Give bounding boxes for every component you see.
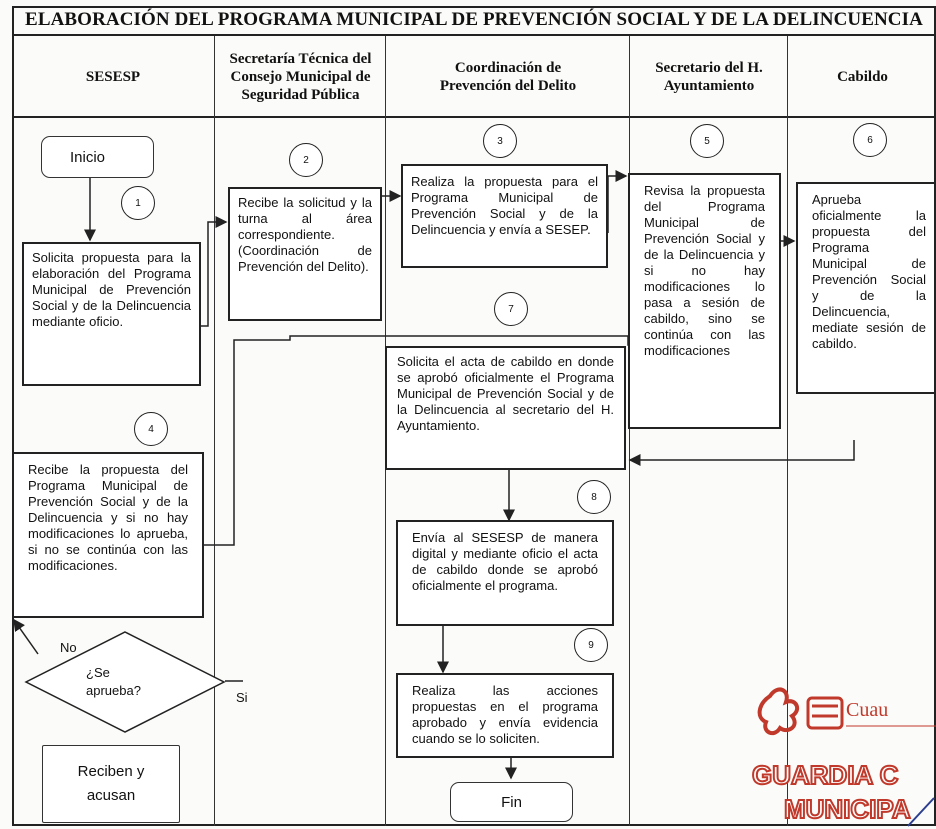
step-4-box: Recibe la propuesta del Programa Municip… bbox=[12, 452, 204, 618]
step-8-number: 8 bbox=[577, 480, 611, 514]
lane-divider bbox=[214, 36, 215, 826]
decision-yes-label: Si bbox=[236, 690, 248, 705]
step-1-box: Solicita propuesta para la elaboración d… bbox=[22, 242, 201, 386]
step-5-box: Revisa la propuesta del Programa Municip… bbox=[628, 173, 781, 429]
lane-divider bbox=[787, 36, 788, 826]
lane-header-coordinacion: Coordinación de Prevención del Delito bbox=[439, 60, 577, 94]
step-9-box: Realiza las acciones propuestas en el pr… bbox=[396, 673, 614, 758]
lane-header-secretaria-tecnica: Secretaría Técnica del Consejo Municipal… bbox=[229, 51, 372, 103]
step-9-number: 9 bbox=[574, 628, 608, 662]
diagram-title: ELABORACIÓN DEL PROGRAMA MUNICIPAL DE PR… bbox=[12, 6, 936, 36]
lane-divider bbox=[629, 36, 630, 826]
step-5-number: 5 bbox=[690, 124, 724, 158]
final-box: Reciben y acusan bbox=[42, 745, 180, 823]
stamp-line-1: GUARDIA C bbox=[752, 760, 899, 790]
diagram-frame bbox=[12, 6, 936, 826]
stamp-logo-text: Cuau bbox=[846, 699, 888, 721]
step-6-number: 6 bbox=[853, 123, 887, 157]
lane-header-cabildo: Cabildo bbox=[837, 69, 888, 85]
decision-diamond bbox=[24, 631, 226, 733]
step-3-number: 3 bbox=[483, 124, 517, 158]
step-1-number: 1 bbox=[121, 186, 155, 220]
start-node: Inicio bbox=[41, 136, 154, 178]
lane-header-sesesp: SESESP bbox=[85, 69, 141, 85]
step-3-box: Realiza la propuesta para el Programa Mu… bbox=[401, 164, 608, 268]
step-4-number: 4 bbox=[134, 412, 168, 446]
step-8-box: Envía al SESESP de manera digital y medi… bbox=[396, 520, 614, 626]
step-7-number: 7 bbox=[494, 292, 528, 326]
lane-header-secretario: Secretario del H. Ayuntamiento bbox=[655, 60, 763, 94]
step-2-number: 2 bbox=[289, 143, 323, 177]
step-2-box: Recibe la solicitud y la turna al área c… bbox=[228, 187, 382, 321]
step-6-box: Aprueba oficialmente la propuesta del Pr… bbox=[796, 182, 936, 394]
stamp-line-2: MUNICIPA bbox=[784, 794, 911, 824]
step-7-box: Solicita el acta de cabildo en donde se … bbox=[385, 346, 626, 470]
lane-header-row bbox=[12, 36, 936, 118]
decision-no-label: No bbox=[60, 640, 77, 655]
decision-text: ¿Se aprueba? bbox=[86, 665, 141, 698]
official-stamp: Cuau GUARDIA C MUNICIPA bbox=[748, 676, 936, 829]
end-node: Fin bbox=[450, 782, 573, 822]
stamp-logo-icon: Cuau GUARDIA C MUNICIPA bbox=[751, 687, 936, 827]
